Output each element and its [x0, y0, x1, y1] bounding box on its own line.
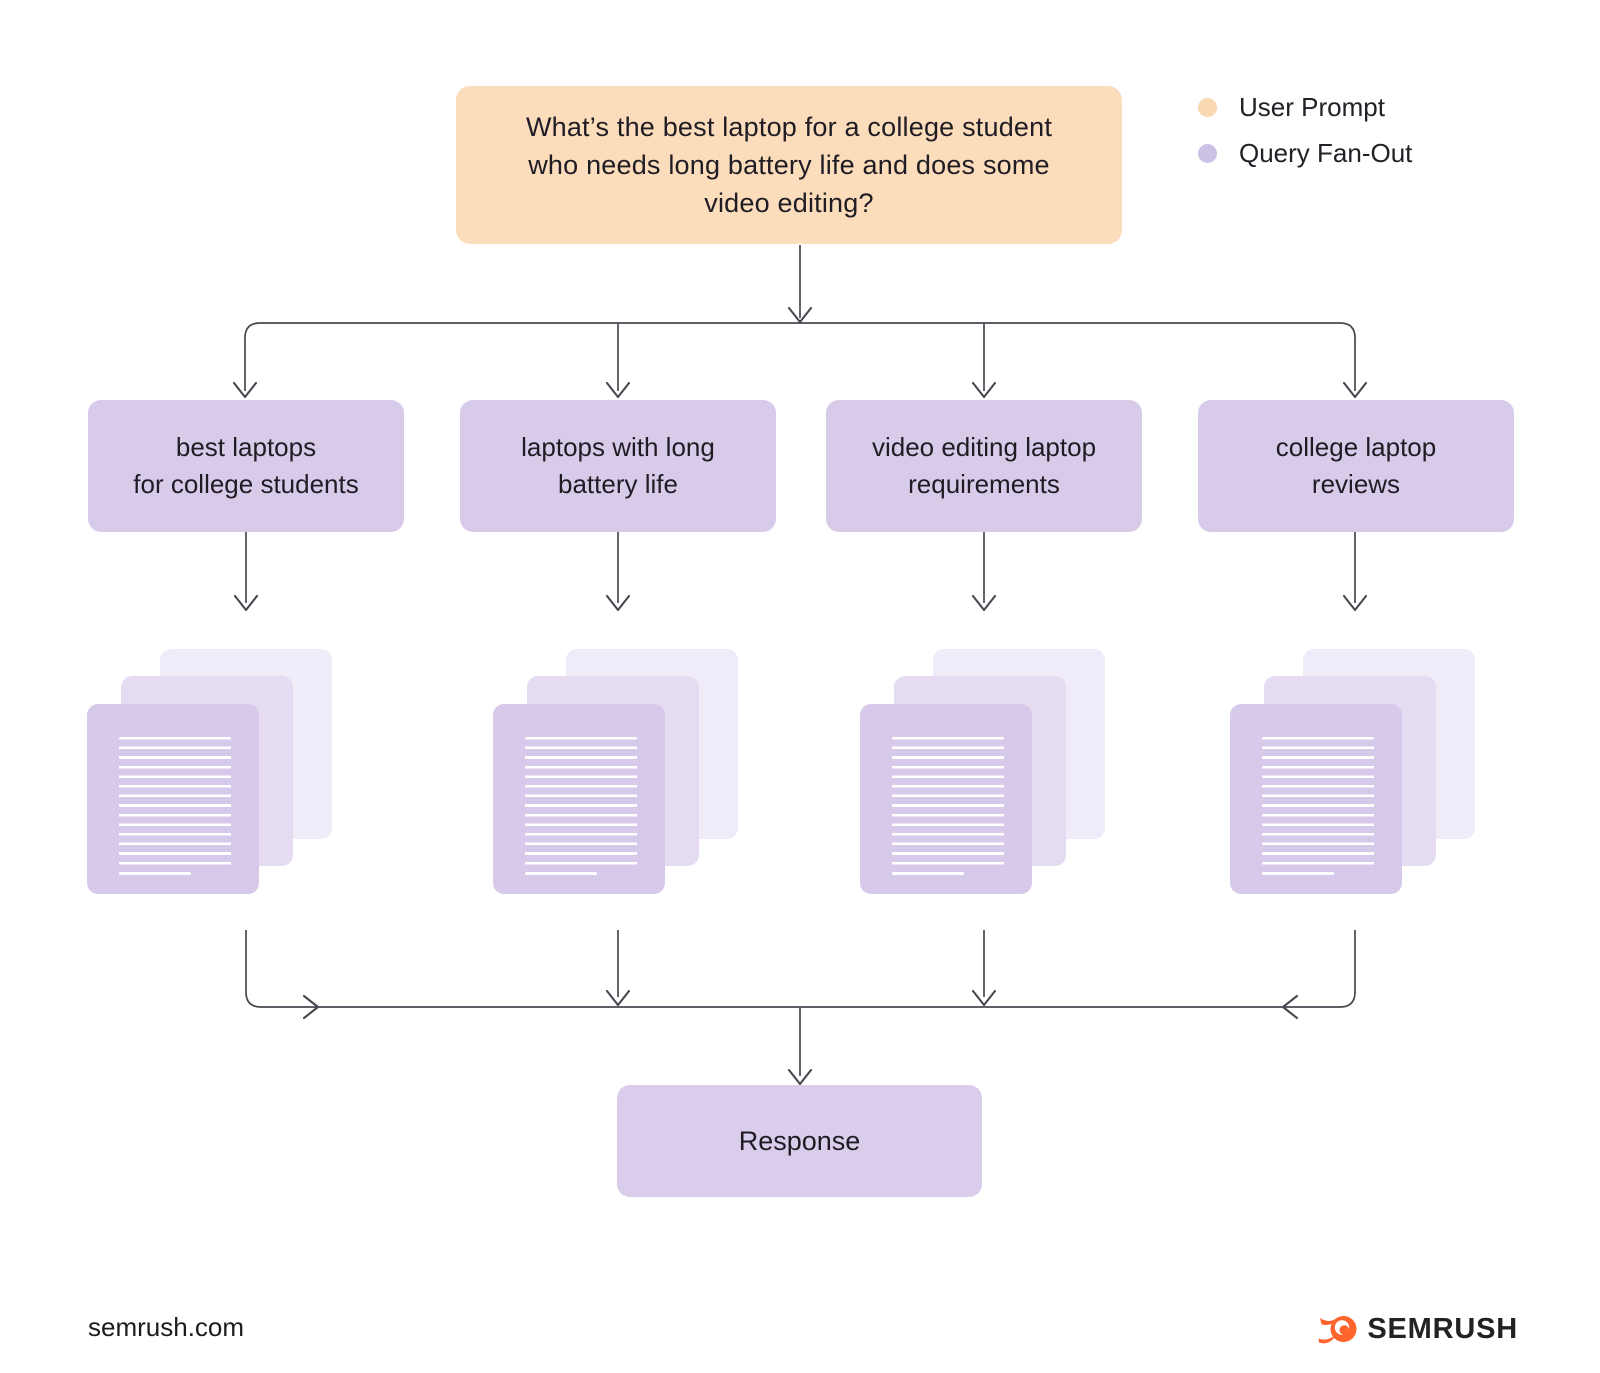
user-prompt-box: What’s the best laptop for a college stu…: [456, 86, 1122, 244]
query-box-battery-life: laptops with long battery life: [460, 400, 776, 532]
semrush-wordmark: SEMRUSH: [1367, 1312, 1518, 1345]
document-page-icon: [1230, 704, 1402, 894]
semrush-logo: SEMRUSH: [1318, 1311, 1518, 1347]
query-box-college-reviews: college laptop reviews: [1198, 400, 1514, 532]
legend-item-query-fan-out: Query Fan-Out: [1198, 138, 1412, 169]
legend-label: User Prompt: [1239, 92, 1385, 122]
legend-item-user-prompt: User Prompt: [1198, 92, 1412, 123]
legend-label: Query Fan-Out: [1239, 138, 1413, 168]
legend: User Prompt Query Fan-Out: [1198, 92, 1412, 169]
query-fan-out-dot-icon: [1198, 144, 1217, 163]
user-prompt-dot-icon: [1198, 98, 1217, 117]
query-box-video-editing: video editing laptop requirements: [826, 400, 1142, 532]
document-page-icon: [860, 704, 1032, 894]
site-url: semrush.com: [88, 1312, 245, 1342]
semrush-flame-icon: [1318, 1316, 1357, 1344]
response-box: Response: [617, 1085, 982, 1197]
document-stack: [1230, 649, 1476, 895]
document-page-icon: [493, 704, 665, 894]
query-box-best-laptops: best laptops for college students: [88, 400, 404, 532]
document-stack: [87, 649, 333, 895]
document-page-icon: [87, 704, 259, 894]
document-stack: [860, 649, 1106, 895]
document-stack: [493, 649, 739, 895]
